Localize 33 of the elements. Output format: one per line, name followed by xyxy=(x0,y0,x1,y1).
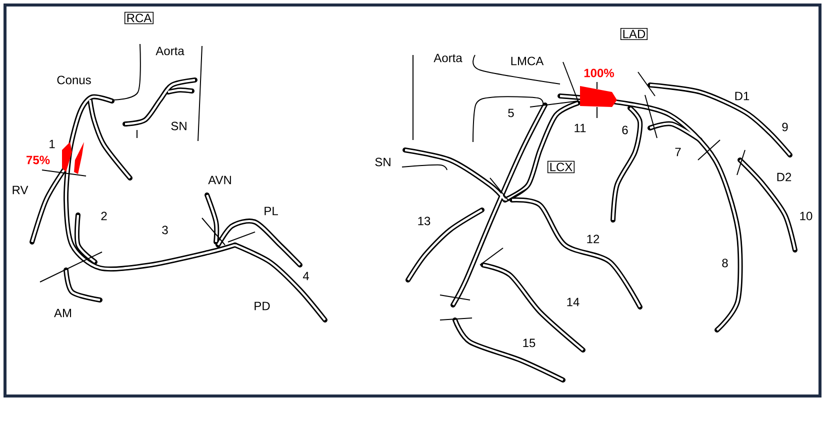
segment-number: 13 xyxy=(418,216,430,226)
segment-number: 11 xyxy=(574,124,586,132)
segment-number: 8 xyxy=(722,258,728,268)
segment-number: 10 xyxy=(800,212,812,220)
segment-number: 12 xyxy=(587,234,600,244)
segment-number: 1 xyxy=(50,140,55,148)
artery-label: AM xyxy=(54,308,72,318)
artery-label: RV xyxy=(12,186,28,194)
segment-number: 14 xyxy=(567,298,580,306)
segment-number: 15 xyxy=(523,338,536,348)
stenosis-percent: 100% xyxy=(584,68,614,78)
artery-label: Aorta xyxy=(434,54,462,62)
label-box: RCA xyxy=(124,12,154,24)
artery-label: D1 xyxy=(735,92,750,100)
artery-label: Aorta xyxy=(156,46,184,56)
segment-number: 5 xyxy=(508,108,514,118)
segment-number: 9 xyxy=(782,122,788,132)
label-box: LAD xyxy=(620,28,648,40)
artery-label: PD xyxy=(254,302,270,310)
artery-label: SN xyxy=(375,158,390,166)
segment-number: 2 xyxy=(101,212,107,220)
segment-number: 4 xyxy=(302,272,309,280)
segment-number: 3 xyxy=(162,226,168,234)
segment-number: 7 xyxy=(675,148,681,156)
artery-label: SN xyxy=(171,122,186,130)
stenosis-percent: 75% xyxy=(26,156,50,164)
artery-label: AVN xyxy=(208,176,231,184)
segment-number: 6 xyxy=(622,126,628,134)
artery-label: D2 xyxy=(777,172,792,182)
artery-label: PL xyxy=(264,206,278,216)
label-box: LCX xyxy=(547,160,575,174)
artery-label: Conus xyxy=(57,76,91,84)
artery-label: LMCA xyxy=(511,56,544,66)
